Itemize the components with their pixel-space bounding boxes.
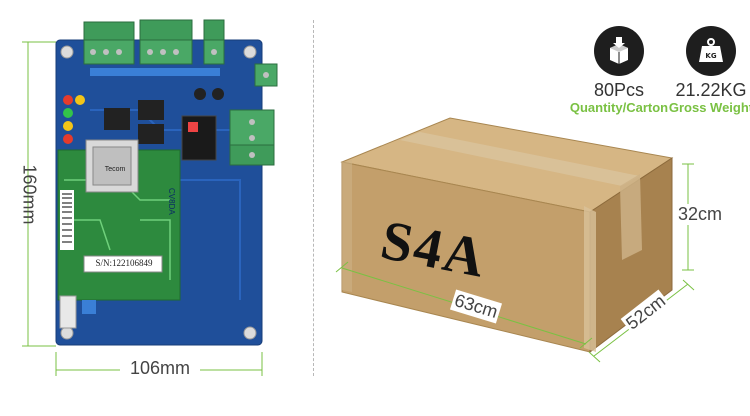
box-height-label: 32cm	[676, 204, 725, 225]
box-download-icon	[594, 26, 644, 76]
board-width-label: 106mm	[120, 358, 200, 379]
weight-value: 21.22KG	[675, 80, 747, 100]
relay	[181, 115, 217, 161]
pcb-illustration	[22, 19, 278, 376]
top-terminal-blocks	[83, 19, 225, 65]
chip-brand-label: Tecom	[104, 166, 126, 173]
weight-label: Gross Weight	[668, 100, 750, 115]
quantity-value: 80Pcs	[593, 80, 645, 100]
status-leds	[63, 95, 85, 144]
section-divider	[313, 20, 314, 376]
right-terminal-blocks	[229, 63, 278, 166]
svg-text:KG: KG	[705, 52, 716, 60]
quantity-label: Quantity/Carton	[569, 100, 669, 115]
serial-number-label: S/N:122106849	[95, 258, 153, 268]
weight-scale-icon: KG	[686, 26, 736, 76]
